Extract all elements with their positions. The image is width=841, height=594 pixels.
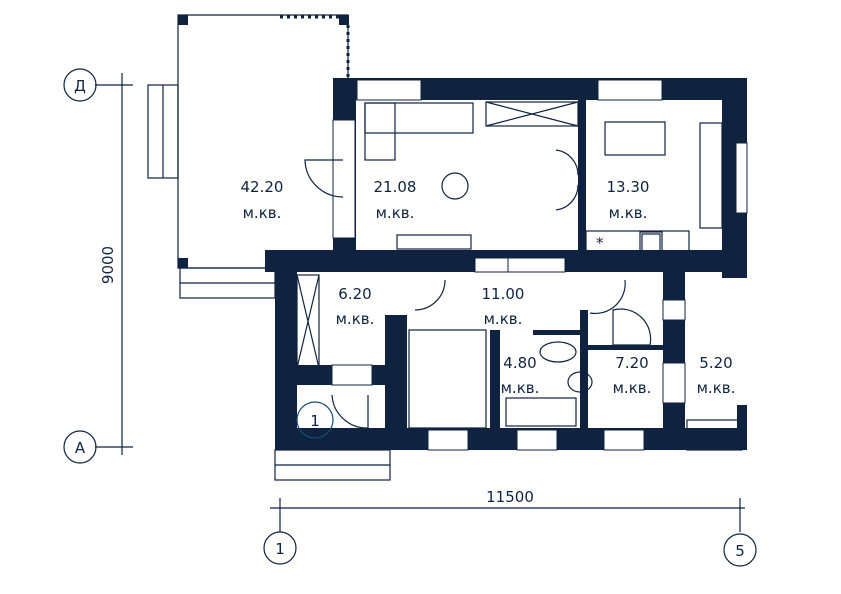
room-area: 4.80 (503, 354, 536, 372)
room-area: 21.08 (374, 178, 417, 196)
room-kitchen: 13.30 м.кв. (607, 178, 650, 222)
room-unit: м.кв. (243, 204, 282, 222)
room-bathroom: 4.80 м.кв. (501, 354, 540, 397)
room-unit: м.кв. (484, 310, 523, 328)
room-area: 42.20 (241, 178, 284, 196)
room-unit: м.кв. (501, 379, 540, 397)
room-unit: м.кв. (376, 204, 415, 222)
room-unit: м.кв. (609, 204, 648, 222)
dimension-vertical: 9000 (99, 246, 117, 284)
room-terrace: 42.20 м.кв. (241, 178, 284, 222)
axis-label-bottom: А (75, 439, 86, 457)
axis-label-left: 1 (275, 540, 285, 558)
room-area: 7.20 (615, 354, 648, 372)
windows (331, 79, 748, 451)
stove-icon (641, 233, 661, 253)
room-wardrobe: 6.20 м.кв. (336, 285, 375, 328)
room-living: 21.08 м.кв. (374, 178, 417, 222)
doors (304, 149, 652, 429)
room-unit: м.кв. (613, 379, 652, 397)
entrance-marker: 1 (310, 412, 320, 430)
dimension-horizontal: 11500 (486, 488, 534, 506)
fridge-icon: * (596, 234, 604, 252)
dimensions (63, 68, 757, 567)
room-area: 6.20 (338, 285, 371, 303)
room-area: 11.00 (482, 285, 525, 303)
room-5-20: 5.20 м.кв. (697, 354, 736, 397)
room-area: 5.20 (699, 354, 732, 372)
room-hall: 11.00 м.кв. (482, 285, 525, 328)
room-area: 13.30 (607, 178, 650, 196)
room-7-20: 7.20 м.кв. (613, 354, 652, 397)
room-unit: м.кв. (697, 379, 736, 397)
furniture: * (274, 101, 743, 481)
axis-label-right: 5 (735, 542, 745, 560)
axis-label-top: Д (74, 77, 86, 95)
room-unit: м.кв. (336, 310, 375, 328)
